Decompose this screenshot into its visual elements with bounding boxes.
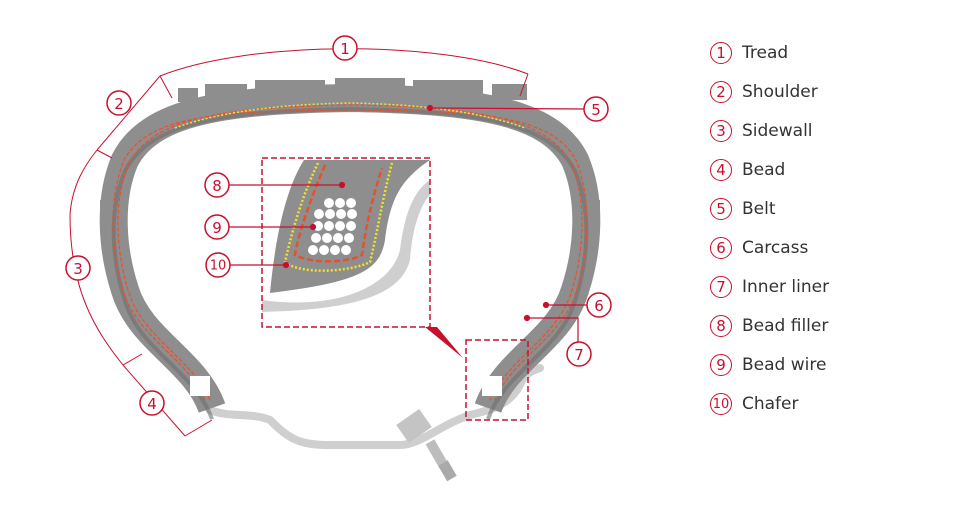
legend-item-bead-filler: 8 Bead filler	[710, 307, 829, 346]
legend-label: Sidewall	[742, 120, 813, 141]
legend-item-bead: 4 Bead	[710, 150, 829, 189]
legend-number: 10	[710, 393, 732, 416]
legend-number: 7	[710, 276, 732, 299]
legend-number: 4	[710, 158, 732, 181]
legend-label: Carcass	[742, 238, 809, 259]
legend-item-chafer: 10 Chafer	[710, 385, 829, 424]
legend-item-bead-wire: 9 Bead wire	[710, 346, 829, 385]
legend-label: Bead filler	[742, 316, 829, 337]
legend-label: Bead	[742, 159, 786, 180]
bead-wire-bundle	[308, 198, 357, 255]
callout-3: 3	[65, 255, 91, 281]
leader-lines	[229, 104, 587, 342]
callout-8: 8	[204, 172, 230, 198]
svg-text:4: 4	[147, 395, 157, 413]
callout-5: 5	[583, 96, 609, 122]
legend-item-inner-liner: 7 Inner liner	[710, 268, 829, 307]
legend-number: 2	[710, 80, 732, 103]
valve-stem	[396, 408, 457, 482]
svg-text:9: 9	[212, 219, 222, 237]
legend-label: Shoulder	[742, 81, 818, 102]
legend-number: 9	[710, 354, 732, 377]
bead-wire-small	[190, 376, 502, 396]
legend-item-tread: 1 Tread	[710, 33, 829, 72]
legend-label: Inner liner	[742, 277, 830, 298]
legend-item-shoulder: 2 Shoulder	[710, 72, 829, 111]
svg-text:8: 8	[212, 177, 222, 195]
tread-blocks	[100, 78, 600, 220]
svg-text:10: 10	[210, 259, 227, 274]
callout-1: 1	[332, 35, 358, 61]
legend-label: Bead wire	[742, 355, 827, 376]
callout-10: 10	[205, 252, 231, 278]
legend-number: 8	[710, 315, 732, 338]
svg-text:1: 1	[340, 40, 350, 58]
legend-label: Chafer	[742, 394, 799, 415]
svg-text:3: 3	[73, 260, 83, 278]
legend-number: 6	[710, 237, 732, 260]
svg-text:6: 6	[594, 297, 604, 315]
carcass-ply	[117, 104, 583, 401]
bead-zoom-inset	[261, 157, 529, 421]
legend: 1 Tread 2 Shoulder 3 Sidewall 4 Bead 5 Belt 6…	[710, 33, 829, 424]
callout-4: 4	[139, 390, 165, 416]
legend-item-carcass: 6 Carcass	[710, 228, 829, 267]
legend-number: 3	[710, 119, 732, 142]
callout-2: 2	[106, 90, 132, 116]
svg-text:2: 2	[114, 95, 124, 113]
belt-layer	[174, 102, 526, 129]
legend-number: 1	[710, 41, 732, 64]
callout-7: 7	[566, 341, 592, 367]
callout-6: 6	[586, 292, 612, 318]
legend-label: Tread	[742, 42, 789, 63]
callout-9: 9	[204, 214, 230, 240]
legend-number: 5	[710, 197, 732, 220]
svg-text:7: 7	[574, 346, 584, 364]
legend-item-belt: 5 Belt	[710, 189, 829, 228]
legend-label: Belt	[742, 198, 776, 219]
svg-text:5: 5	[591, 101, 601, 119]
legend-item-sidewall: 3 Sidewall	[710, 111, 829, 150]
